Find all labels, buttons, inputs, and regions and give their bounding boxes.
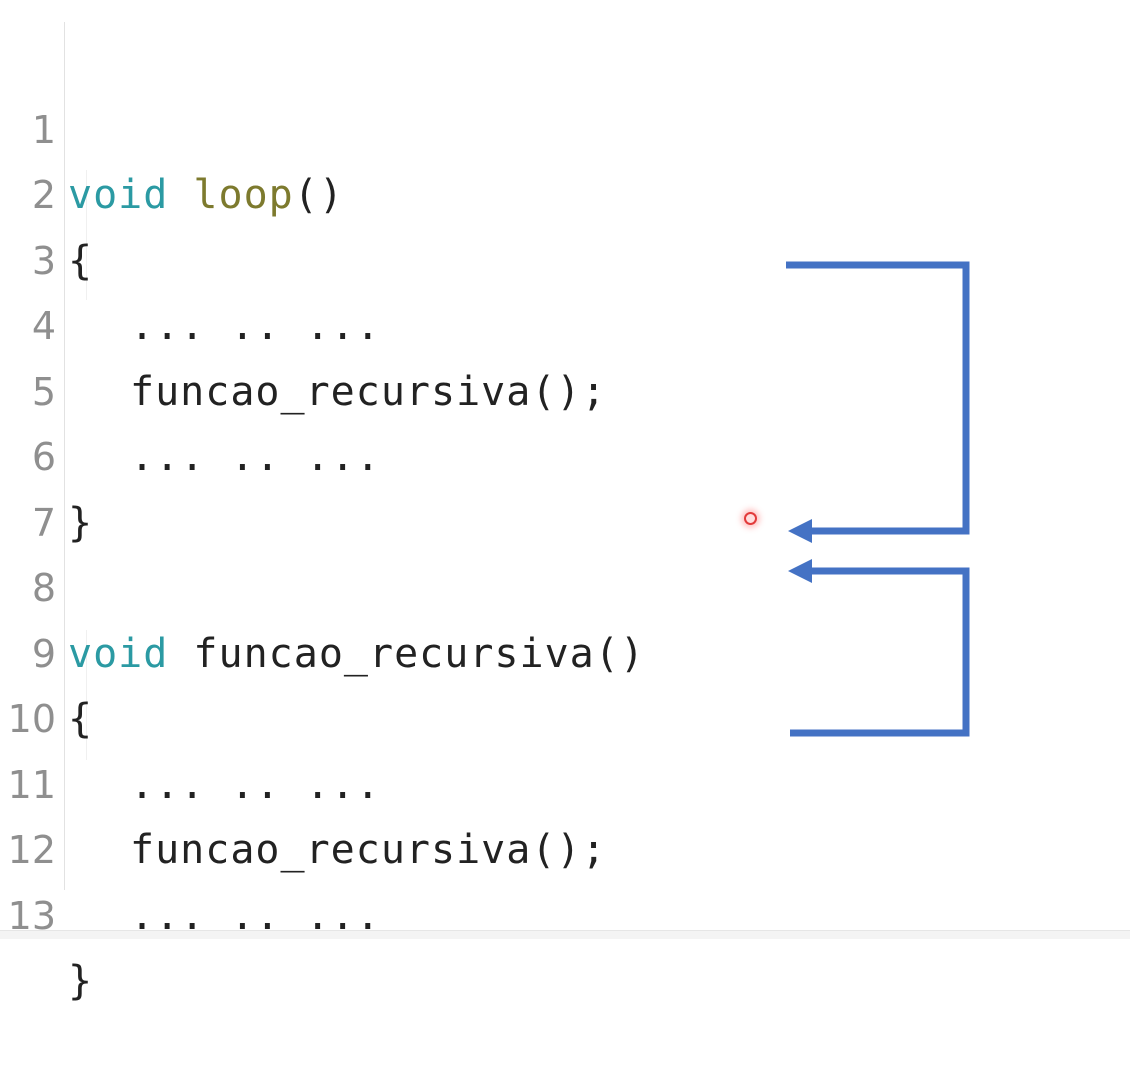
open-brace: { — [68, 237, 94, 284]
line-number: 7 — [31, 500, 56, 545]
arrowhead-1 — [788, 519, 812, 543]
close-brace: } — [68, 958, 94, 1004]
arrow-recursive-call — [790, 567, 970, 737]
code-line-1: 1 void loop() — [0, 32, 1130, 219]
bottom-border — [0, 930, 1130, 939]
parens: () — [293, 172, 344, 218]
recursive-call: funcao_recursiva(); — [130, 827, 607, 873]
call-arrows — [786, 261, 970, 737]
line-number: 6 — [31, 435, 56, 479]
line-number: 9 — [31, 631, 56, 676]
code-line-4: 4 funcao_recursiva(); — [0, 229, 1130, 415]
cursor-indicator — [744, 512, 757, 525]
line-text: void funcao_recursiva() — [68, 622, 645, 688]
line-number: 3 — [31, 238, 56, 283]
code-line-8: 8 void funcao_recursiva() — [0, 491, 1130, 677]
close-brace: } — [68, 499, 94, 546]
ellipsis-code: ... .. ... — [130, 761, 381, 808]
indent-guide-1 — [86, 170, 87, 300]
code-line-7: 7 — [0, 425, 1130, 545]
function-name-loop: loop — [193, 172, 294, 218]
gutter-divider — [64, 22, 65, 890]
line-number: 10 — [7, 697, 56, 741]
line-number: 5 — [31, 369, 56, 414]
line-number: 1 — [31, 107, 56, 152]
code-line-10: 10 ... .. ... — [0, 622, 1130, 808]
ellipsis-code: ... .. ... — [130, 434, 381, 480]
keyword-void: void — [68, 172, 169, 218]
line-number: 11 — [7, 762, 56, 807]
code-line-2: 2 { — [0, 98, 1130, 284]
keyword-void: void — [68, 630, 169, 677]
line-number: 4 — [31, 304, 56, 348]
line-number: 12 — [7, 828, 56, 872]
function-call: funcao_recursiva(); — [130, 368, 607, 415]
code-line-6: 6 } — [0, 360, 1130, 546]
code-line-3: 3 ... .. ... — [0, 163, 1130, 350]
indent-guide-2 — [86, 630, 87, 760]
open-brace: { — [68, 696, 94, 742]
line-number: 2 — [31, 173, 56, 217]
ellipsis-code: ... .. ... — [130, 303, 381, 349]
code-line-11: 11 funcao_recursiva(); — [0, 687, 1130, 874]
code-line-9: 9 { — [0, 556, 1130, 743]
code-line-5: 5 ... .. ... — [0, 294, 1130, 481]
arrow-call-from-loop — [786, 261, 970, 535]
function-name-recursive: funcao_recursiva() — [193, 630, 645, 677]
line-number: 8 — [31, 566, 56, 610]
arrowhead-2 — [788, 559, 812, 583]
line-text: void loop() — [68, 163, 344, 229]
